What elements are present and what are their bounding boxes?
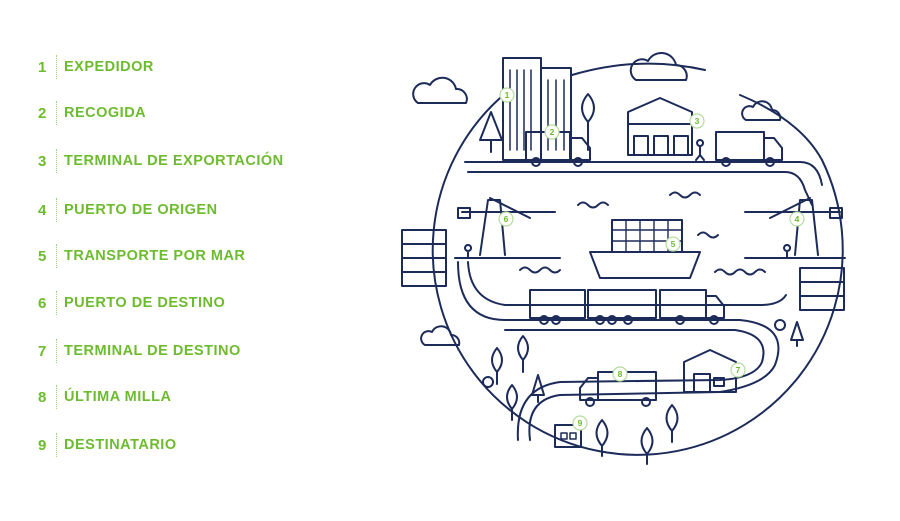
legend-number: 5 xyxy=(38,247,47,265)
legend-item-5: 5 TRANSPORTE POR MAR xyxy=(38,241,245,271)
warehouse-icon xyxy=(627,97,693,156)
road-train-icon xyxy=(529,289,725,325)
legend-label: TERMINAL DE DESTINO xyxy=(64,343,241,359)
wave-icon xyxy=(697,231,719,239)
legend-separator xyxy=(56,244,57,268)
legend-item-2: 2 RECOGIDA xyxy=(38,98,146,128)
legend-label: PUERTO DE ORIGEN xyxy=(64,202,218,218)
marker-5: 5 xyxy=(665,236,681,252)
tree-icon xyxy=(517,335,529,373)
legend-separator xyxy=(56,55,57,79)
legend-separator xyxy=(56,433,57,457)
marker-8: 8 xyxy=(612,366,628,382)
legend-item-6: 6 PUERTO DE DESTINO xyxy=(38,288,225,318)
legend-label: TERMINAL DE EXPORTACIÓN xyxy=(64,153,284,169)
container-stack-icon xyxy=(799,267,845,311)
legend-label: PUERTO DE DESTINO xyxy=(64,295,226,311)
tree-icon xyxy=(531,374,545,403)
road-middle xyxy=(467,261,787,306)
worker-icon xyxy=(695,139,705,161)
bush-icon xyxy=(482,376,494,388)
svg-text:4: 4 xyxy=(795,214,800,224)
ship-icon xyxy=(589,219,701,279)
truck-icon xyxy=(525,131,591,167)
tree-icon xyxy=(491,347,503,385)
legend-number: 9 xyxy=(38,436,47,454)
wave-icon xyxy=(714,268,766,276)
legend-item-3: 3 TERMINAL DE EXPORTACIÓN xyxy=(38,146,284,176)
road-lower xyxy=(504,329,765,441)
marker-2: 2 xyxy=(544,124,560,140)
crane-icon xyxy=(744,197,843,256)
logistics-illustration: 1 2 3 4 5 6 7 8 xyxy=(401,51,846,465)
tree-icon xyxy=(595,419,609,457)
legend-number: 3 xyxy=(38,152,47,170)
legend-separator xyxy=(56,149,57,173)
tree-icon xyxy=(790,321,804,347)
cloud-icon xyxy=(741,100,782,121)
road-top-lower xyxy=(467,171,813,206)
marker-4: 4 xyxy=(789,211,805,227)
marker-1: 1 xyxy=(499,87,515,103)
svg-text:8: 8 xyxy=(618,369,623,379)
legend-number: 7 xyxy=(38,342,47,360)
tree-icon xyxy=(479,111,503,153)
wave-icon xyxy=(577,201,609,209)
legend-label: RECOGIDA xyxy=(64,105,147,121)
step-markers: 1 2 3 4 5 6 7 8 xyxy=(498,87,805,431)
cloud-icon xyxy=(629,51,688,81)
svg-text:9: 9 xyxy=(578,418,583,428)
globe-top-arc xyxy=(571,62,706,76)
svg-text:5: 5 xyxy=(671,239,676,249)
legend-number: 8 xyxy=(38,388,47,406)
legend-label: ÚLTIMA MILLA xyxy=(64,389,172,405)
legend-number: 4 xyxy=(38,201,47,219)
legend-item-8: 8 ÚLTIMA MILLA xyxy=(38,382,171,412)
legend-number: 1 xyxy=(38,58,47,76)
svg-text:7: 7 xyxy=(736,365,741,375)
legend-separator xyxy=(56,291,57,315)
cloud-icon xyxy=(412,76,468,104)
tree-icon xyxy=(640,427,654,465)
truck-icon xyxy=(715,131,783,167)
legend-item-1: 1 EXPEDIDOR xyxy=(38,52,154,82)
legend-number: 6 xyxy=(38,294,47,312)
legend-label: TRANSPORTE POR MAR xyxy=(64,248,246,264)
legend-label: EXPEDIDOR xyxy=(64,59,154,75)
tree-icon xyxy=(506,384,518,421)
bush-icon xyxy=(774,319,786,331)
marker-7: 7 xyxy=(730,362,746,378)
globe-outline xyxy=(431,97,844,456)
legend-number: 2 xyxy=(38,104,47,122)
container-stack-icon xyxy=(401,229,447,287)
legend-item-7: 7 TERMINAL DE DESTINO xyxy=(38,336,241,366)
cloud-icon xyxy=(420,325,461,346)
marker-6: 6 xyxy=(498,211,514,227)
legend-separator xyxy=(56,101,57,125)
worker-icon xyxy=(464,244,473,259)
marker-9: 9 xyxy=(572,415,588,431)
house-icon xyxy=(554,424,582,448)
legend-separator xyxy=(56,198,57,222)
road-middle-lower xyxy=(457,261,780,441)
svg-text:6: 6 xyxy=(504,214,509,224)
tree-icon xyxy=(665,404,679,443)
legend-separator xyxy=(56,385,57,409)
worker-icon xyxy=(783,244,792,259)
svg-text:3: 3 xyxy=(695,116,700,126)
globe-right-arc xyxy=(739,94,823,161)
legend-separator xyxy=(56,339,57,363)
legend-label: DESTINATARIO xyxy=(64,437,177,453)
wave-icon xyxy=(669,191,701,199)
warehouse-icon xyxy=(683,349,737,393)
road-top-curve xyxy=(799,161,823,186)
wave-icon xyxy=(519,266,561,274)
legend-item-4: 4 PUERTO DE ORIGEN xyxy=(38,195,218,225)
building-icon xyxy=(502,57,542,161)
svg-text:1: 1 xyxy=(505,90,510,100)
svg-text:2: 2 xyxy=(550,127,555,137)
marker-3: 3 xyxy=(689,113,705,129)
legend-item-9: 9 DESTINATARIO xyxy=(38,430,177,460)
